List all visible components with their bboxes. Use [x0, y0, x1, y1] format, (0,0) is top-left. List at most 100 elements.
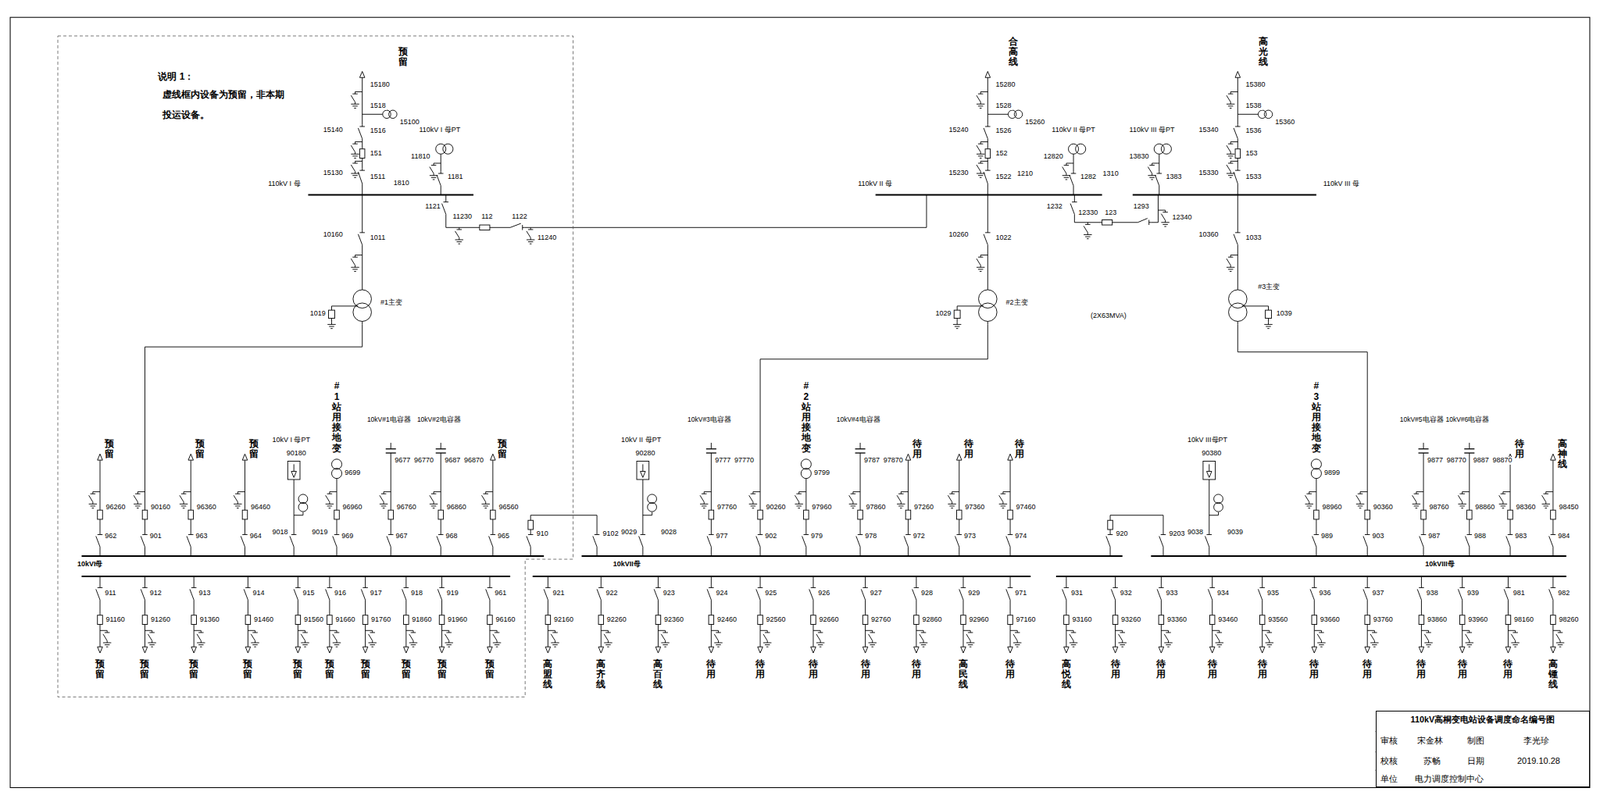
device-label: 97460	[1015, 503, 1037, 512]
disconnector-symbol	[233, 495, 238, 502]
device-label: 12340	[1171, 214, 1193, 222]
wire	[710, 600, 712, 616]
wire	[1230, 160, 1238, 162]
disconnector-symbol	[1013, 634, 1018, 641]
wire	[1367, 519, 1368, 533]
device-label: 93460	[1217, 616, 1239, 625]
wire	[987, 114, 1008, 115]
breaker-symbol	[862, 615, 868, 625]
wire	[812, 624, 814, 647]
ground-symbol	[1226, 267, 1235, 268]
ground-symbol	[749, 503, 758, 505]
disconnector-symbol	[1421, 534, 1427, 536]
disconnector-symbol	[862, 587, 868, 589]
device-label: 90160	[150, 503, 172, 512]
bay-name: 预留	[485, 659, 495, 680]
wire	[760, 624, 761, 647]
device-label: 10260	[947, 231, 969, 240]
breaker-symbol	[1064, 615, 1070, 625]
wire	[1211, 624, 1213, 647]
device-label: 93860	[1426, 616, 1448, 625]
wire	[144, 576, 146, 586]
disconnector-symbol	[1507, 534, 1514, 536]
disconnector-symbol	[976, 95, 981, 102]
bay-name: 待用	[1156, 659, 1166, 680]
wire	[1065, 600, 1067, 616]
ground-symbol	[1371, 644, 1378, 646]
ground-symbol	[381, 505, 387, 507]
wire	[489, 600, 490, 616]
ground-symbol	[409, 642, 418, 643]
wire	[760, 359, 761, 511]
disconnector-symbol	[967, 632, 974, 633]
wire	[92, 491, 100, 493]
disconnector-symbol	[325, 589, 330, 600]
disconnector-symbol	[985, 170, 991, 172]
disconnector-symbol	[196, 634, 201, 641]
ground-symbol	[1149, 177, 1155, 179]
disconnector-symbol	[756, 535, 761, 547]
disconnector-symbol	[605, 632, 611, 633]
winding-circle	[1214, 494, 1224, 504]
wire	[987, 183, 989, 195]
bay-name: 合高线	[1008, 36, 1018, 68]
disconnector-symbol	[142, 587, 148, 589]
busbar	[81, 575, 511, 578]
bay-name: 预留	[242, 659, 253, 680]
wire	[915, 576, 917, 586]
device-label: 123	[1103, 209, 1118, 218]
device-label: 915	[302, 589, 316, 598]
device-label: 10kVI母	[76, 560, 104, 569]
ground-symbol	[714, 642, 722, 643]
wire	[1217, 512, 1219, 516]
device-label: 97160	[1015, 616, 1037, 625]
ground-symbol	[1072, 646, 1075, 648]
device-label: 971	[1014, 589, 1028, 598]
disconnector-symbol	[188, 534, 194, 536]
wire	[361, 245, 363, 290]
wire	[1262, 630, 1270, 632]
device-label: 987	[1427, 532, 1441, 541]
device-label: 92660	[818, 616, 840, 625]
disconnector-symbol	[1549, 589, 1554, 600]
disconnector-symbol	[1164, 634, 1168, 641]
disconnector-symbol	[1550, 587, 1557, 589]
device-label: 9899	[1323, 469, 1341, 478]
device-label: 93560	[1267, 616, 1289, 625]
device-label: 110kV III 母	[1322, 180, 1361, 189]
table-cell: 审核	[1379, 735, 1399, 746]
disconnector-symbol	[1206, 534, 1212, 536]
disconnector-symbol	[701, 493, 708, 495]
disconnector-symbol	[708, 587, 715, 589]
bay-name: 预留	[104, 439, 115, 460]
disconnector-symbol	[978, 93, 984, 95]
wire	[1367, 624, 1368, 647]
device-label: 10kV I 母PT	[271, 436, 311, 445]
disconnector-symbol	[662, 632, 668, 633]
device-label: 962	[103, 532, 118, 541]
ground-symbol	[1121, 646, 1124, 648]
device-label: 1533	[1244, 173, 1262, 182]
device-label: 96360	[196, 503, 218, 512]
device-label: 12820	[1042, 153, 1065, 161]
wire	[1552, 624, 1554, 647]
wire	[980, 254, 988, 256]
device-label: 10kVII母	[612, 560, 642, 569]
wire	[445, 195, 447, 201]
ground-symbol	[700, 503, 708, 505]
disconnector-symbol	[1160, 214, 1165, 221]
neutral-resistor	[953, 310, 961, 318]
line-arrow	[985, 71, 991, 78]
ground-symbol	[1465, 642, 1474, 643]
ground-symbol	[328, 507, 332, 509]
ground-symbol	[353, 157, 357, 159]
breaker-symbol	[191, 615, 197, 625]
wire	[710, 546, 712, 557]
disconnector-symbol	[189, 589, 194, 600]
disconnector-symbol	[809, 589, 814, 600]
device-label: 965	[496, 532, 511, 541]
line-arrow	[1505, 646, 1511, 654]
wire	[293, 514, 304, 516]
ground-symbol	[978, 175, 984, 176]
disconnector-symbol	[1071, 173, 1077, 175]
